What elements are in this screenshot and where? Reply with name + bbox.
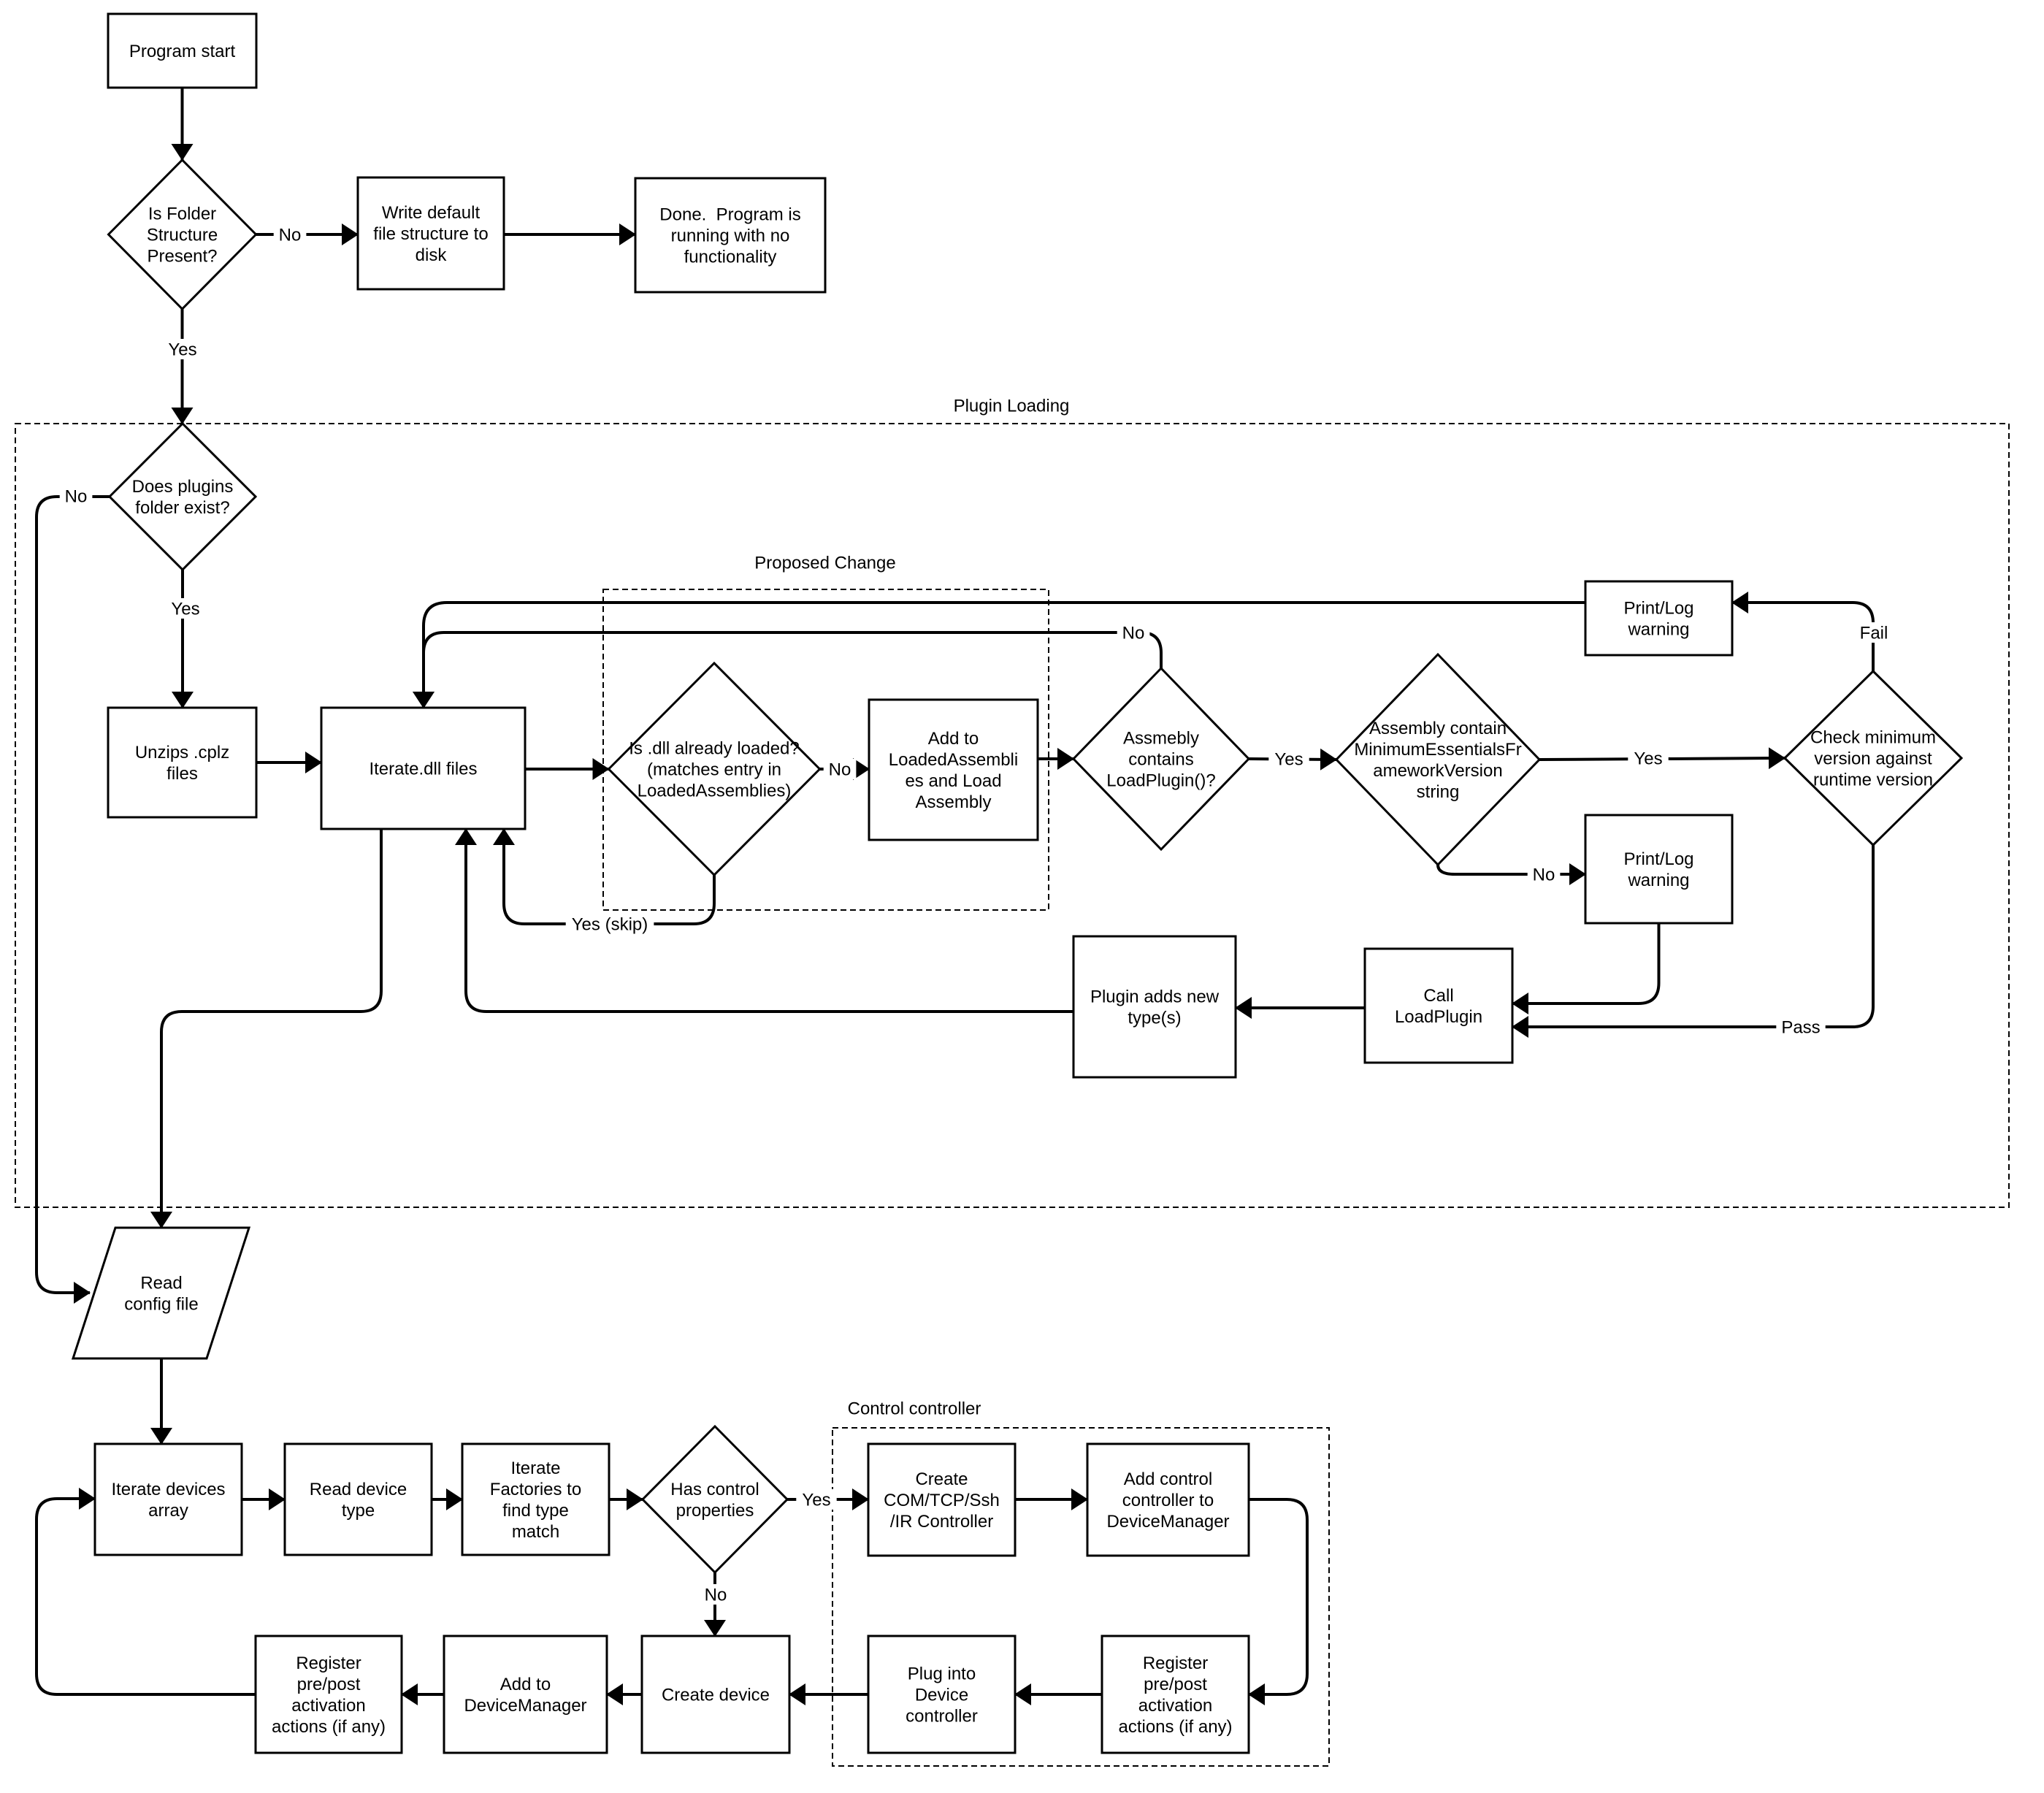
svg-text:pre/post: pre/post bbox=[1144, 1675, 1207, 1694]
svg-text:Read device: Read device bbox=[310, 1480, 407, 1499]
svg-text:match: match bbox=[512, 1522, 559, 1542]
svg-text:No: No bbox=[705, 1586, 727, 1605]
svg-text:array: array bbox=[148, 1501, 188, 1521]
svg-text:Register: Register bbox=[1143, 1654, 1208, 1673]
svg-text:properties: properties bbox=[676, 1501, 754, 1521]
svg-text:/IR Controller: /IR Controller bbox=[890, 1512, 993, 1532]
svg-text:Device: Device bbox=[915, 1686, 968, 1705]
svg-text:contains: contains bbox=[1128, 750, 1193, 770]
svg-text:Check minimum: Check minimum bbox=[1810, 728, 1936, 748]
svg-text:Create device: Create device bbox=[662, 1686, 770, 1705]
svg-text:COM/TCP/Ssh: COM/TCP/Ssh bbox=[884, 1491, 1000, 1510]
svg-text:Does plugins: Does plugins bbox=[132, 477, 234, 497]
svg-text:Is .dll already loaded?: Is .dll already loaded? bbox=[629, 739, 799, 759]
svg-text:Assmebly: Assmebly bbox=[1123, 729, 1199, 749]
svg-text:No: No bbox=[279, 226, 302, 245]
svg-text:config file: config file bbox=[124, 1295, 198, 1315]
svg-text:activation: activation bbox=[291, 1696, 365, 1716]
svg-text:LoadedAssemblies): LoadedAssemblies) bbox=[638, 781, 792, 801]
svg-text:Plugin adds new: Plugin adds new bbox=[1090, 987, 1220, 1007]
svg-text:runtime version: runtime version bbox=[1813, 771, 1933, 790]
svg-text:Structure: Structure bbox=[147, 226, 218, 245]
svg-text:find type: find type bbox=[502, 1501, 569, 1521]
svg-text:Yes: Yes bbox=[171, 600, 199, 619]
svg-text:No: No bbox=[1533, 865, 1555, 885]
svg-text:LoadPlugin: LoadPlugin bbox=[1395, 1007, 1482, 1027]
svg-text:Program start: Program start bbox=[129, 42, 236, 61]
svg-text:Call: Call bbox=[1423, 986, 1453, 1006]
svg-text:Done. Program is: Done. Program is bbox=[659, 205, 800, 225]
svg-text:Iterate devices: Iterate devices bbox=[111, 1480, 225, 1499]
svg-text:LoadPlugin()?: LoadPlugin()? bbox=[1106, 771, 1215, 791]
svg-text:Pass: Pass bbox=[1781, 1018, 1820, 1038]
svg-text:Print/Log: Print/Log bbox=[1623, 849, 1693, 869]
svg-text:Is Folder: Is Folder bbox=[148, 204, 216, 224]
svg-text:Proposed Change: Proposed Change bbox=[754, 554, 895, 573]
svg-text:Factories to: Factories to bbox=[490, 1480, 581, 1499]
svg-text:Iterate: Iterate bbox=[510, 1459, 560, 1478]
svg-text:ameworkVersion: ameworkVersion bbox=[1373, 761, 1502, 781]
svg-text:DeviceManager: DeviceManager bbox=[1106, 1512, 1229, 1532]
svg-text:Plug into: Plug into bbox=[908, 1664, 976, 1684]
svg-text:Assembly: Assembly bbox=[915, 792, 991, 812]
svg-text:Yes (skip): Yes (skip) bbox=[572, 915, 648, 935]
svg-text:activation: activation bbox=[1138, 1696, 1212, 1716]
svg-text:Iterate.dll files: Iterate.dll files bbox=[369, 760, 477, 779]
svg-text:version against: version against bbox=[1814, 749, 1932, 769]
svg-text:folder exist?: folder exist? bbox=[135, 498, 229, 518]
svg-text:type: type bbox=[342, 1501, 375, 1521]
svg-text:Register: Register bbox=[296, 1654, 361, 1673]
svg-text:running with no: running with no bbox=[671, 226, 790, 246]
svg-text:Assembly contain: Assembly contain bbox=[1369, 719, 1507, 738]
svg-text:Add control: Add control bbox=[1124, 1469, 1212, 1489]
svg-text:Create: Create bbox=[915, 1469, 968, 1489]
svg-text:warning: warning bbox=[1627, 620, 1689, 640]
svg-text:controller: controller bbox=[906, 1707, 978, 1727]
svg-text:Add to: Add to bbox=[928, 729, 979, 749]
svg-text:No: No bbox=[65, 487, 88, 507]
svg-text:warning: warning bbox=[1627, 871, 1689, 890]
svg-text:Unzips .cplz: Unzips .cplz bbox=[135, 743, 229, 762]
svg-text:Plugin Loading: Plugin Loading bbox=[954, 397, 1070, 416]
svg-text:file structure to: file structure to bbox=[373, 224, 488, 244]
svg-text:Write default: Write default bbox=[382, 203, 481, 223]
svg-text:Control controller: Control controller bbox=[848, 1399, 981, 1419]
svg-text:string: string bbox=[1417, 782, 1460, 802]
svg-text:Present?: Present? bbox=[147, 247, 217, 267]
svg-text:actions (if any): actions (if any) bbox=[1118, 1717, 1232, 1737]
svg-text:functionality: functionality bbox=[684, 248, 777, 267]
svg-text:(matches entry in: (matches entry in bbox=[647, 760, 781, 780]
svg-text:Print/Log: Print/Log bbox=[1623, 599, 1693, 619]
svg-text:Has control: Has control bbox=[670, 1480, 759, 1499]
svg-text:Yes: Yes bbox=[1634, 749, 1662, 769]
svg-text:LoadedAssembli: LoadedAssembli bbox=[889, 750, 1018, 770]
svg-text:No: No bbox=[829, 760, 851, 780]
svg-text:type(s): type(s) bbox=[1128, 1009, 1181, 1028]
svg-text:es and Load: es and Load bbox=[905, 771, 1001, 791]
svg-text:MinimumEssentialsFr: MinimumEssentialsFr bbox=[1354, 740, 1521, 760]
svg-text:disk: disk bbox=[416, 245, 448, 265]
svg-text:actions (if any): actions (if any) bbox=[272, 1717, 386, 1737]
svg-text:No: No bbox=[1122, 624, 1145, 643]
svg-text:controller to: controller to bbox=[1122, 1491, 1214, 1510]
svg-text:Yes: Yes bbox=[802, 1491, 830, 1510]
svg-text:DeviceManager: DeviceManager bbox=[464, 1696, 586, 1716]
svg-text:Read: Read bbox=[140, 1274, 182, 1293]
svg-text:files: files bbox=[166, 764, 198, 784]
svg-text:pre/post: pre/post bbox=[297, 1675, 361, 1694]
svg-text:Add to: Add to bbox=[500, 1675, 551, 1694]
svg-text:Yes: Yes bbox=[1274, 750, 1303, 770]
svg-text:Yes: Yes bbox=[168, 340, 196, 360]
svg-text:Fail: Fail bbox=[1860, 624, 1888, 643]
